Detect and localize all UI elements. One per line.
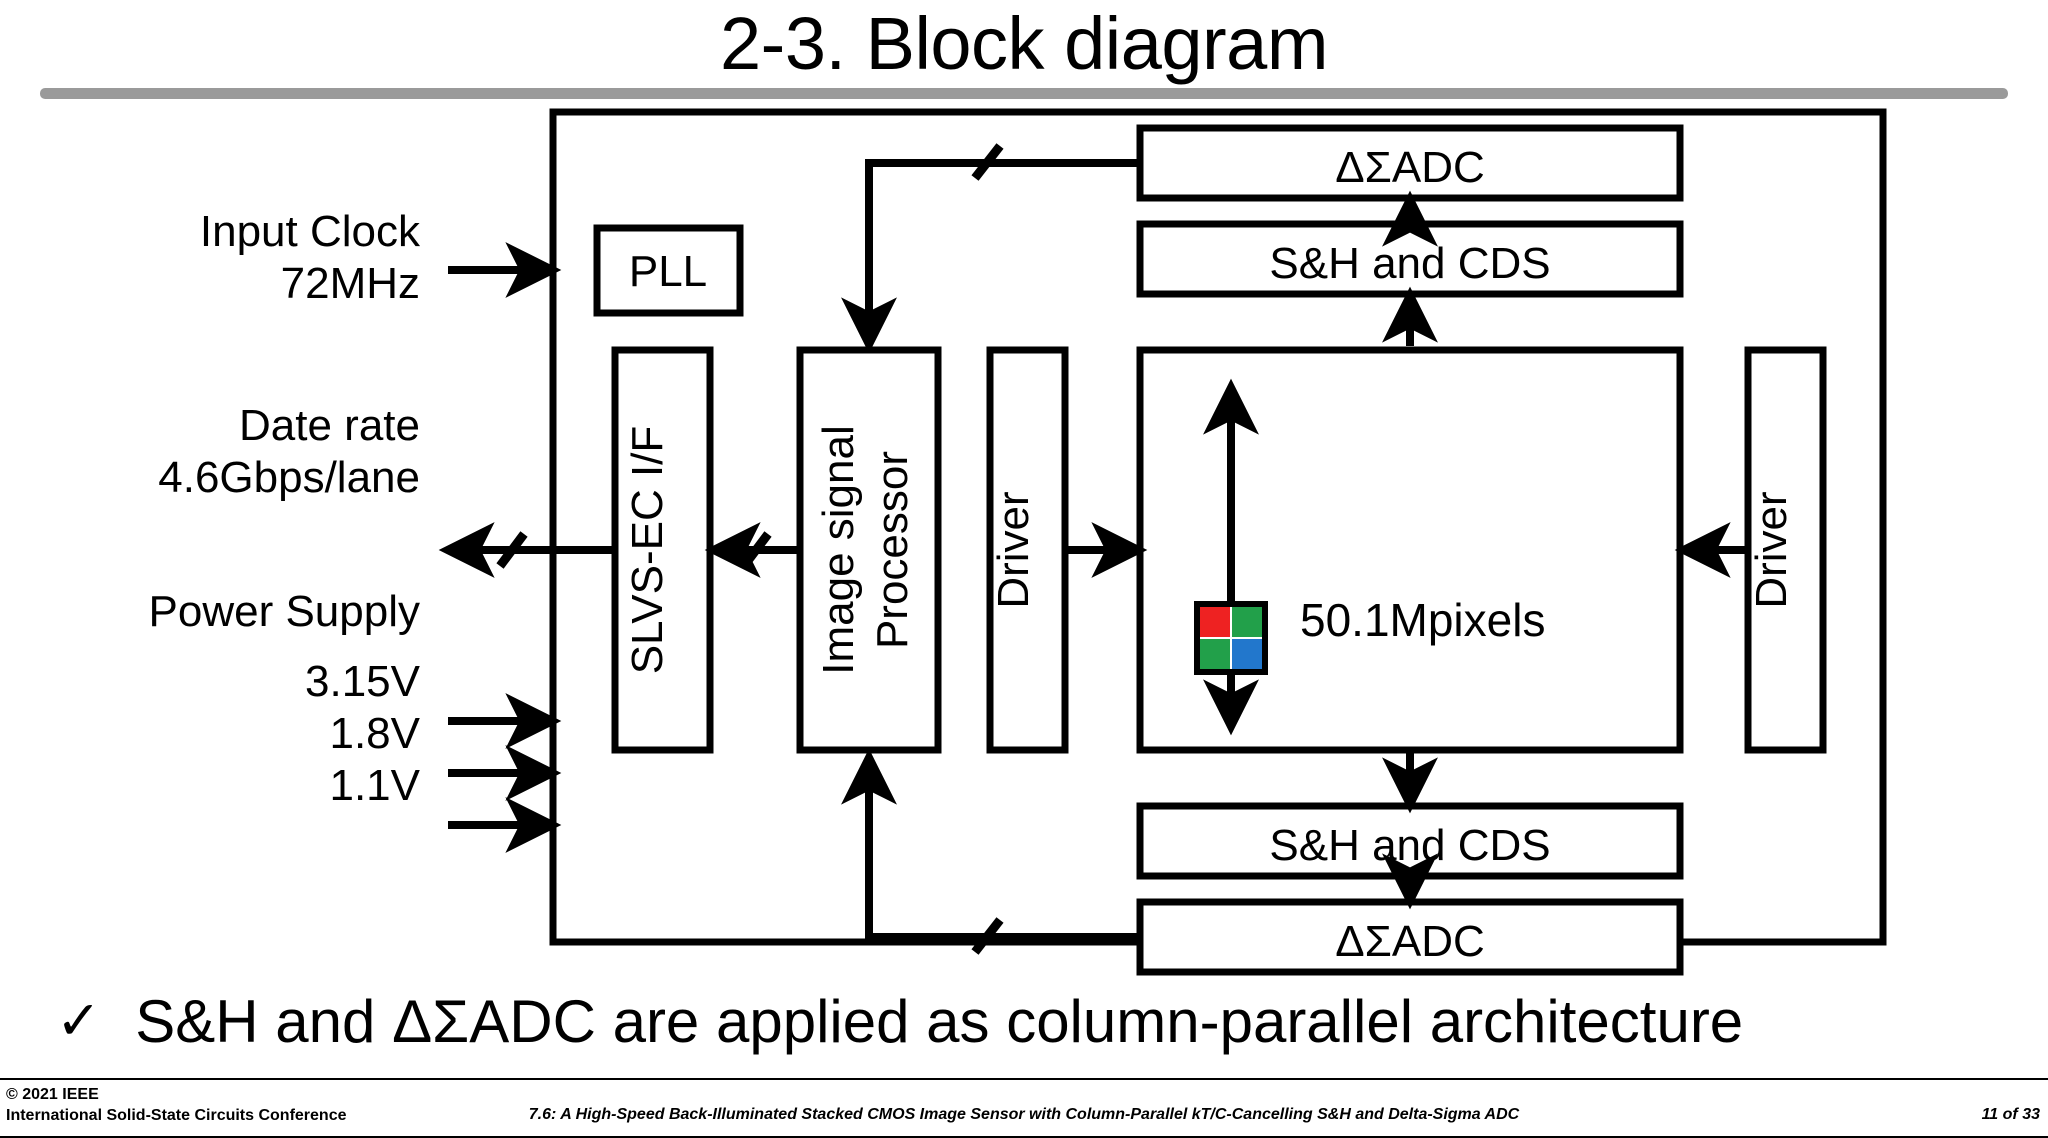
footer-page-number: 11 of 33 — [1981, 1106, 2040, 1123]
footer: © 2021 IEEE International Solid-State Ci… — [0, 1082, 2048, 1138]
slvs-ec-block — [611, 346, 714, 754]
sh-cds-bottom-block-label: S&H and CDS — [1269, 821, 1550, 870]
pll-block-label: PLL — [629, 247, 707, 296]
power-rail-1v1-label: 1.1V — [329, 761, 420, 810]
page-title: 2-3. Block diagram — [720, 2, 1328, 85]
slvs-ec-output-bus-slash — [496, 531, 528, 569]
adc-top-block-label: ΔΣADC — [1335, 143, 1485, 192]
footer-bottom-divider — [0, 1136, 2048, 1138]
footer-divider — [0, 1078, 2048, 1080]
isp-block — [796, 346, 942, 754]
adc-top-to-isp-path — [841, 159, 1140, 354]
input-clock-label-line1: Input Clock — [199, 207, 420, 256]
power-rail-1v8-label: 1.8V — [329, 709, 420, 758]
power-supply-title: Power Supply — [148, 587, 420, 636]
data-rate-label-line1: Date rate — [239, 401, 420, 450]
summary-bullet-row: ✓ S&H and ΔΣADC are applied as column-pa… — [0, 978, 2048, 1064]
pixel-array-label: 50.1Mpixels — [1300, 594, 1545, 646]
adc-top-block — [1136, 124, 1684, 202]
input-clock-label-line2: 72MHz — [280, 259, 420, 308]
power-rail-3v15-label: 3.15V — [305, 657, 420, 706]
check-icon: ✓ — [56, 989, 102, 1052]
isp-block-label-line1: Image signal — [814, 425, 863, 674]
footer-conference: International Solid-State Circuits Confe… — [6, 1107, 347, 1124]
isp-block-label-line2: Processor — [868, 451, 917, 649]
isp-to-slvs-bus-slash — [740, 531, 772, 569]
input-clock-annotation: Input Clock 72MHz — [100, 206, 420, 310]
footer-organization: © 2021 IEEE International Solid-State Ci… — [6, 1084, 347, 1126]
data-rate-annotation: Date rate 4.6Gbps/lane — [40, 400, 420, 504]
driver-right-block — [1744, 346, 1827, 754]
adc-bottom-bus-slash — [971, 917, 1004, 955]
driver-right-block-label: Driver — [1747, 491, 1796, 608]
adc-bottom-block-label: ΔΣADC — [1335, 917, 1485, 966]
footer-paper-title: 7.6: A High-Speed Back-Illuminated Stack… — [528, 1106, 1520, 1123]
pll-block — [593, 224, 744, 317]
pixel-array-block — [1136, 346, 1684, 754]
driver-left-block — [986, 346, 1069, 754]
summary-bullet-text: S&H and ΔΣADC are applied as column-para… — [135, 987, 1744, 1055]
adc-bottom-to-isp-path — [841, 748, 1140, 941]
sh-cds-top-block-label: S&H and CDS — [1269, 239, 1550, 288]
data-rate-label-line2: 4.6Gbps/lane — [158, 453, 420, 502]
footer-copyright: © 2021 IEEE — [6, 1086, 99, 1103]
slvs-ec-block-label: SLVS-EC I/F — [623, 426, 672, 675]
block-diagram: PLL SLVS-EC I/F Image signal Processor D… — [0, 96, 2048, 976]
adc-top-bus-slash — [971, 143, 1004, 181]
title-divider — [40, 88, 2008, 99]
driver-left-block-label: Driver — [989, 491, 1038, 608]
power-supply-annotation: Power Supply — [60, 586, 420, 638]
